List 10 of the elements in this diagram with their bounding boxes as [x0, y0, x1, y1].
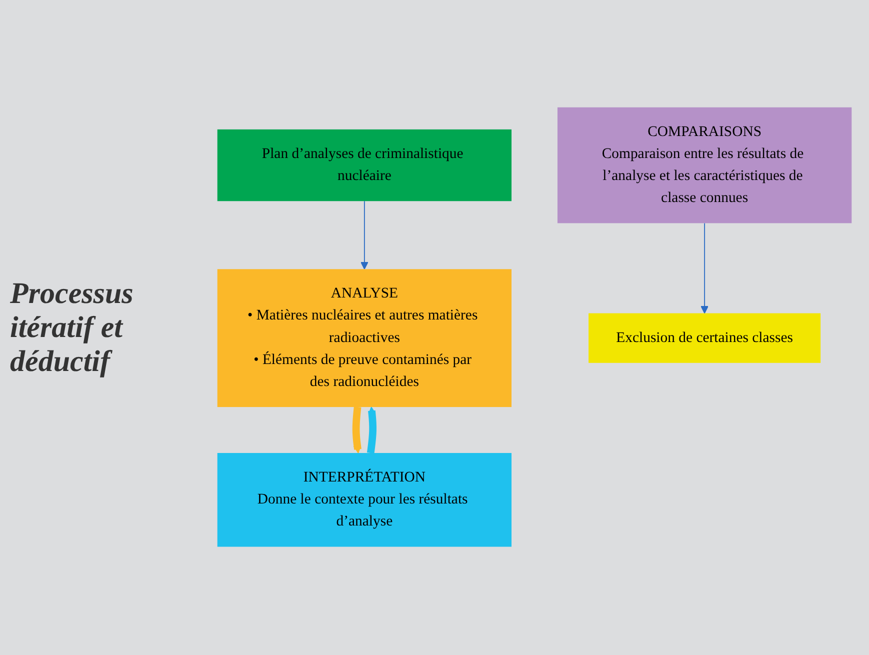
node-box: ANALYSE • Matières nucléaires et autres matières radioactives • Éléments de preuve contaminés par des radionucléides: [217, 270, 512, 408]
node-box: COMPARAISONS Comparaison entre les résultats de l’analyse et les caractéristiques de classe connues: [557, 108, 852, 224]
node-box: Plan d’analyses de criminalistique nucléaire: [217, 130, 512, 202]
arrow: [352, 407, 362, 454]
node-box: Exclusion de certaines classes: [588, 314, 821, 364]
arrow: [366, 407, 377, 454]
arrow: [700, 223, 709, 314]
note-text: Processus itératif et déductif: [10, 276, 134, 378]
arrow: [360, 201, 368, 270]
node-box: INTERPRÉTATION Donne le contexte pour les résultats d’analyse: [217, 453, 512, 548]
